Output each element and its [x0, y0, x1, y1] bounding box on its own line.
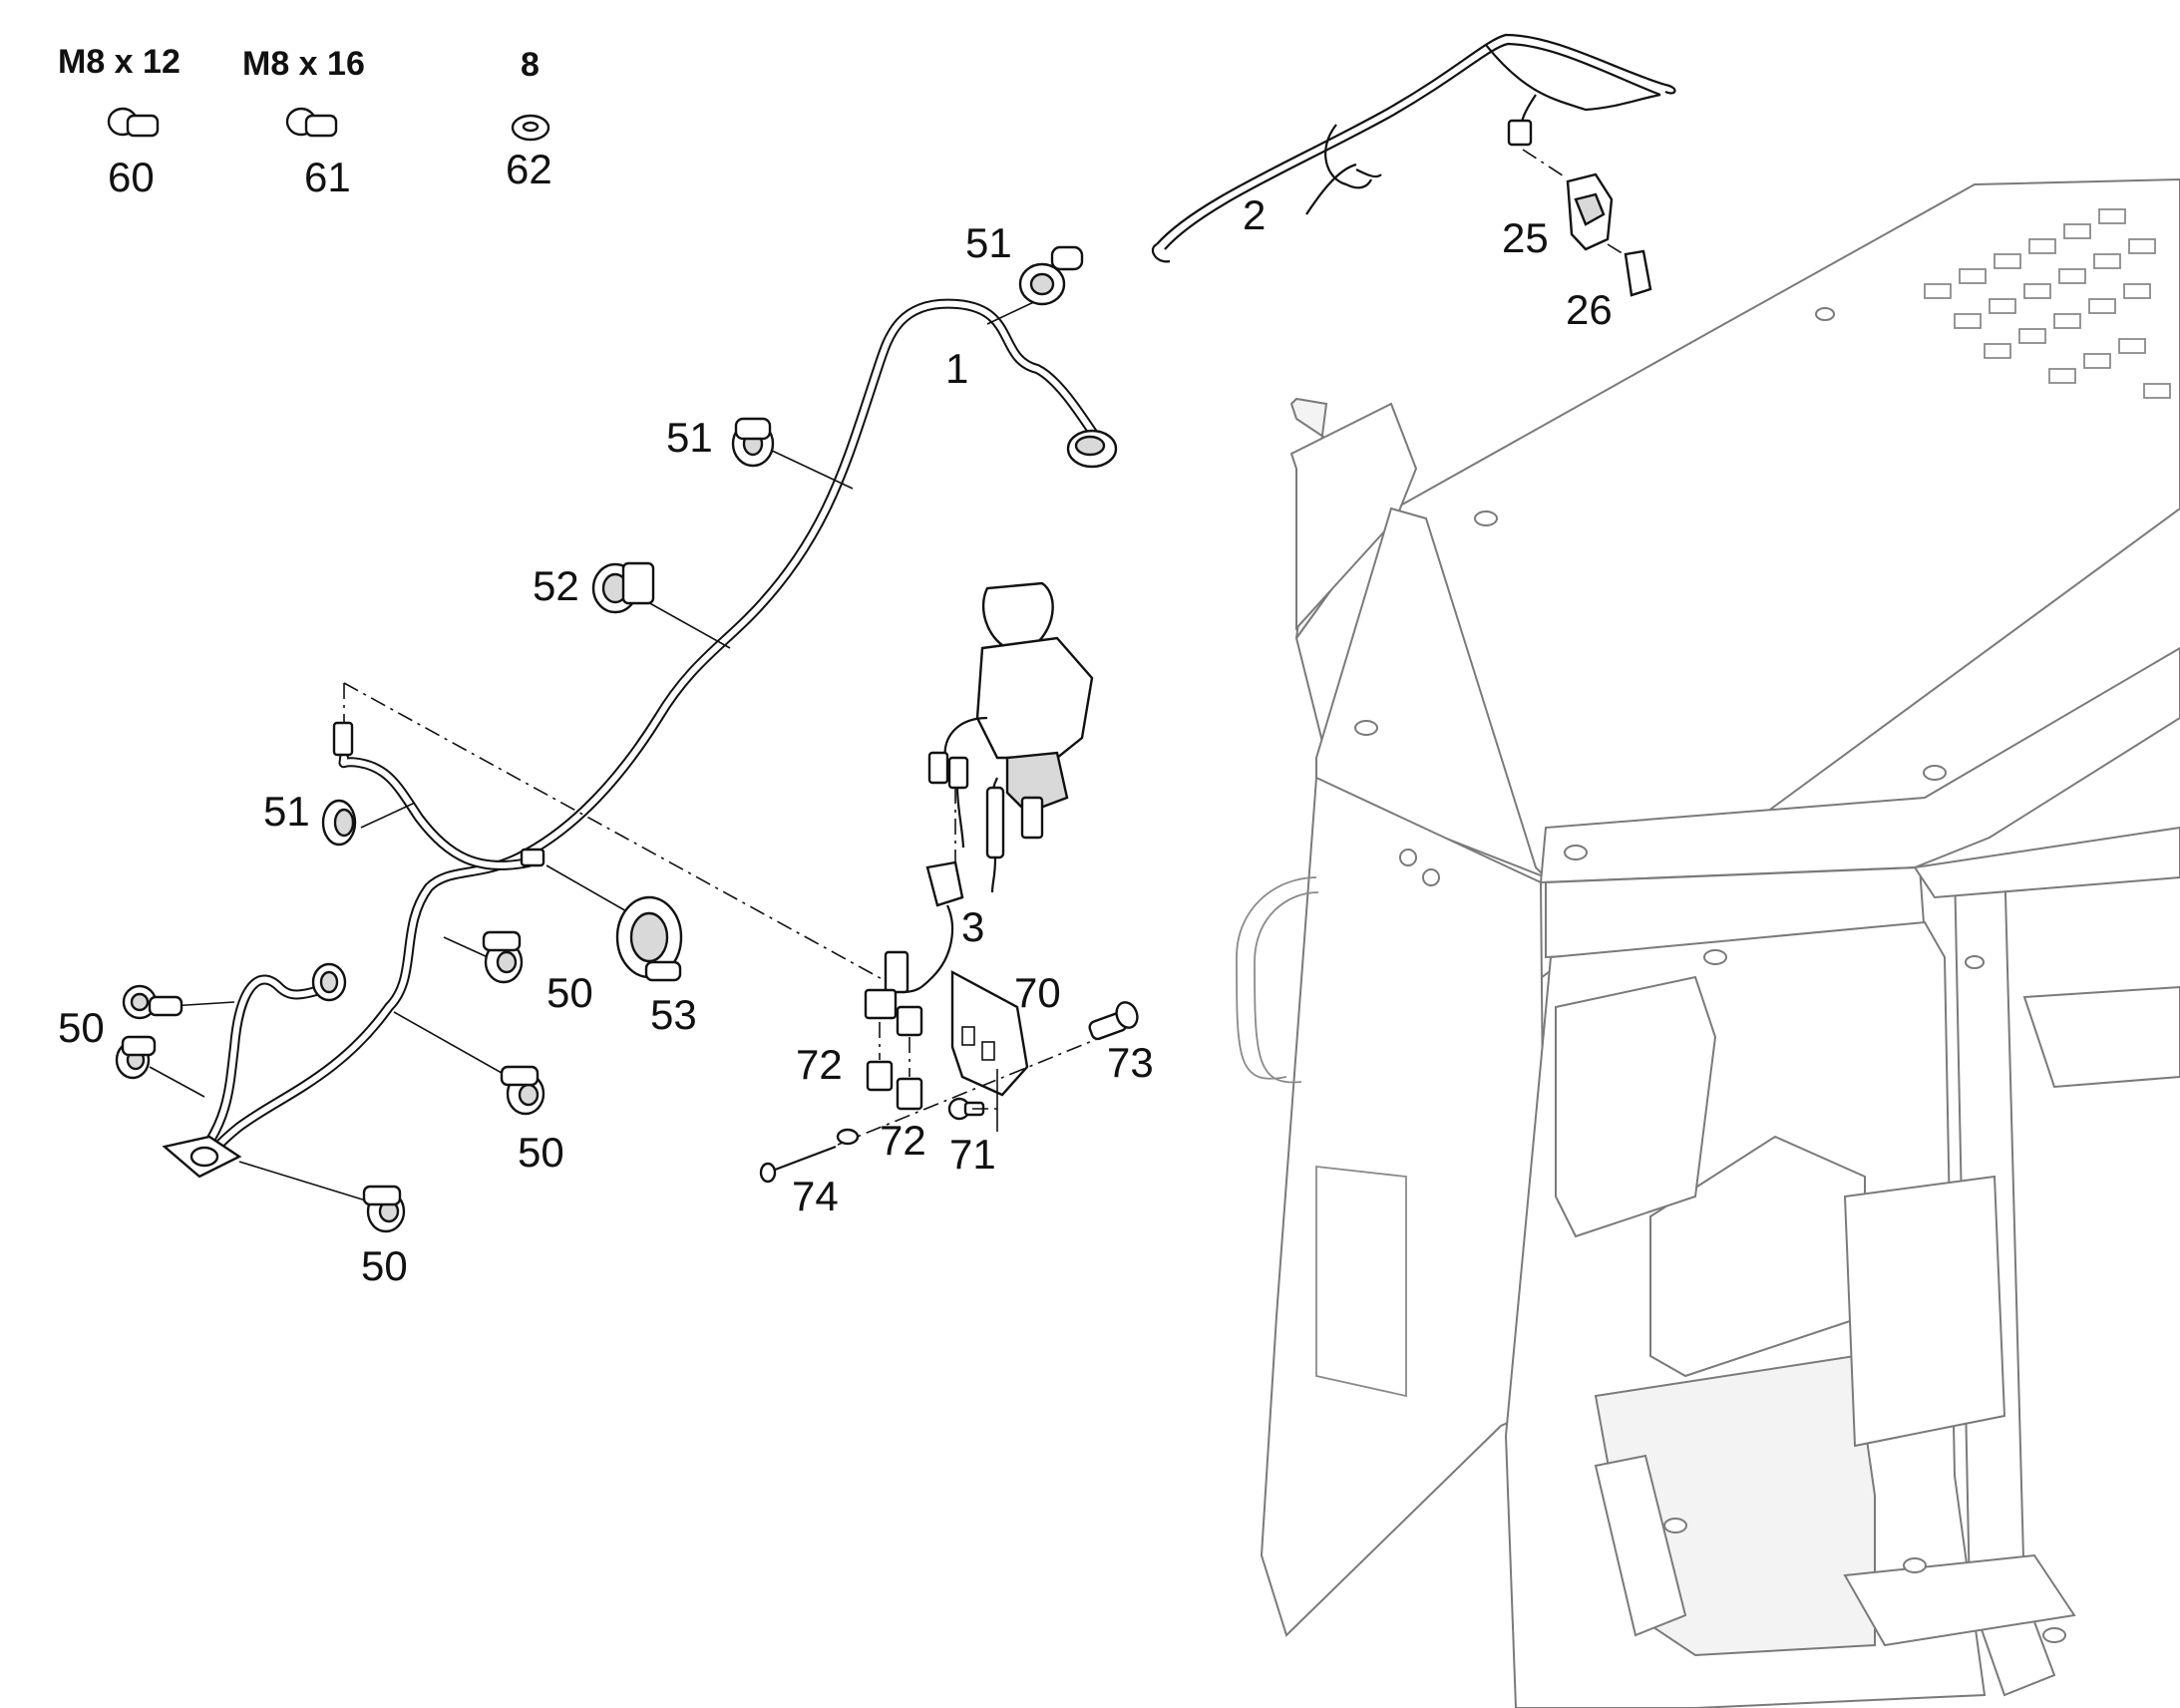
- connector-25-top: [1507, 119, 1533, 147]
- clip-51-top-icon: [1018, 245, 1084, 306]
- machine-cab-drawing: [1236, 177, 2180, 1708]
- cab-console: [1555, 975, 1717, 1238]
- label-51-left: 51: [263, 788, 310, 835]
- cab-handrail-left: [1236, 876, 1317, 1080]
- relay-group: [759, 950, 1139, 1184]
- label-50-c: 50: [361, 1242, 408, 1289]
- clip-51-left-icon: [321, 799, 357, 847]
- cab-step: [1594, 1454, 1687, 1637]
- label-50-a: 50: [546, 969, 593, 1016]
- label-52: 52: [533, 562, 579, 609]
- washer-62-icon: [511, 114, 550, 142]
- cab-left-side-panel: [1260, 776, 1548, 1637]
- connector-branch-icon: [332, 721, 354, 757]
- cab-step-right: [1843, 1553, 2076, 1647]
- label-60: 60: [108, 154, 155, 200]
- label-61: 61: [304, 154, 351, 200]
- splice-icon: [520, 848, 545, 867]
- spec-label-60: M8 x 12: [58, 43, 181, 81]
- label-74: 74: [792, 1173, 839, 1219]
- cab-right-box: [1843, 1175, 2006, 1448]
- relay-72-b-icon: [896, 1077, 923, 1111]
- clip-50-d-icon: [122, 984, 183, 1020]
- label-50-d: 50: [58, 1004, 105, 1051]
- joystick-icon: [927, 581, 1094, 893]
- grommet-left-icon: [311, 962, 347, 1002]
- clip-50-e-icon: [115, 1035, 157, 1080]
- connector-3-icon: [902, 860, 964, 994]
- switch-25-icon: [1566, 172, 1614, 251]
- label-1: 1: [945, 345, 968, 392]
- spec-label-61: M8 x 16: [242, 45, 365, 83]
- label-62: 62: [506, 146, 552, 192]
- grommet-1-icon: [1066, 429, 1118, 469]
- clip-51-middle-icon: [731, 417, 775, 468]
- label-71: 71: [949, 1131, 996, 1178]
- relay-connector-a-icon: [884, 950, 909, 994]
- bolt-73-icon: [1088, 1001, 1139, 1041]
- cab-bolts: [1354, 307, 2066, 1643]
- cab-dash-top: [1913, 826, 2180, 899]
- base-plate-icon: [162, 1135, 242, 1179]
- label-73: 73: [1107, 1039, 1154, 1086]
- label-25: 25: [1502, 214, 1549, 261]
- label-3: 3: [961, 903, 984, 950]
- label-26: 26: [1566, 286, 1613, 333]
- bolt-74-icon: [759, 1145, 837, 1184]
- label-51-middle: 51: [666, 414, 713, 461]
- nut-74-icon: [836, 1128, 860, 1146]
- harness-1: [162, 298, 1118, 1179]
- relay-connector-c-icon: [896, 1005, 923, 1037]
- clip-50-a-icon: [482, 930, 524, 984]
- harness-2: [1151, 33, 1676, 263]
- plate-26-icon: [1624, 249, 1652, 297]
- label-2: 2: [1243, 191, 1266, 238]
- label-72-bottom: 72: [880, 1117, 926, 1164]
- cab-door-window: [1315, 1165, 1407, 1398]
- bracket-70-icon: [950, 969, 1029, 1097]
- label-53: 53: [650, 991, 697, 1038]
- bolt-60-icon: [107, 107, 160, 138]
- clip-50-c-icon: [362, 1185, 406, 1233]
- label-50-b: 50: [518, 1129, 564, 1176]
- bolt-61-icon: [285, 107, 338, 138]
- relay-72-a-icon: [866, 1060, 894, 1092]
- fastener-legend: M8 x 12 M8 x 16 8 60 61 62: [58, 43, 552, 200]
- label-72-top: 72: [796, 1041, 843, 1088]
- cab-right-window: [2022, 985, 2180, 1089]
- clip-50-b-icon: [500, 1065, 545, 1116]
- clip-52-icon: [591, 561, 655, 614]
- relay-connector-b-icon: [864, 988, 898, 1020]
- label-70: 70: [1014, 969, 1061, 1016]
- clip-53-icon: [615, 895, 683, 982]
- label-51-top: 51: [965, 219, 1012, 266]
- spec-label-62: 8: [521, 46, 540, 84]
- cab-roof-front-edge: [1539, 646, 2180, 884]
- cab-roof-vents: [1924, 208, 2171, 399]
